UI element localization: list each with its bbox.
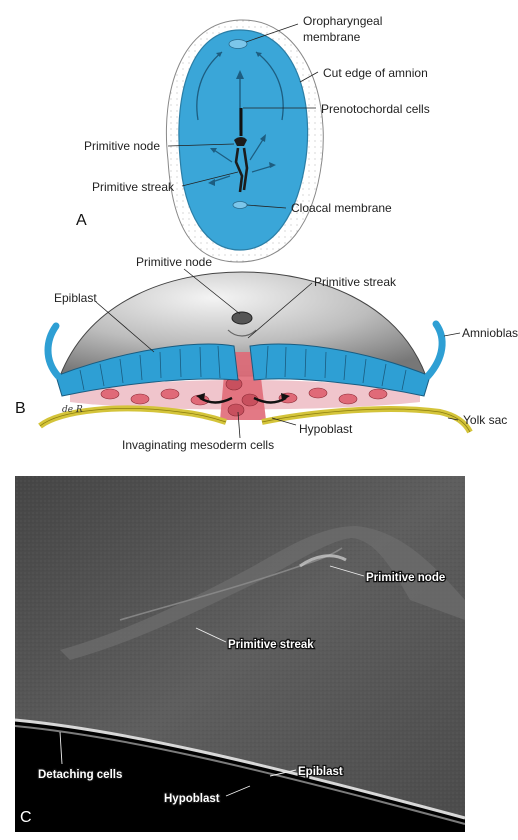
label-detaching-cells: Detaching cells	[38, 769, 122, 781]
label-primitive-node-b: Primitive node	[136, 255, 212, 269]
primitive-node-pit	[231, 311, 253, 325]
panel-letter-a: A	[76, 212, 87, 229]
label-epiblast-b: Epiblast	[54, 291, 97, 305]
label-primitive-node-c: Primitive node	[366, 572, 445, 584]
spread-arrow-3	[251, 165, 273, 173]
spread-arrow-2	[249, 137, 265, 161]
epiblast-layer	[55, 343, 431, 397]
label-cut-edge-amnion: Cut edge of amnion	[323, 66, 428, 80]
label-primitive-node-a: Primitive node	[84, 139, 160, 153]
label-hypoblast-c: Hypoblast	[164, 793, 220, 805]
flow-arrow-left	[196, 51, 223, 121]
amnioblasts-left	[44, 322, 62, 380]
label-primitive-streak-b: Primitive streak	[314, 275, 397, 289]
label-epiblast-c: Epiblast	[298, 766, 343, 778]
cloacal-membrane	[232, 201, 248, 209]
flow-arrow-right	[255, 51, 284, 121]
label-invaginating-mesoderm: Invaginating mesoderm cells	[122, 438, 274, 452]
sem-primitive-ridge	[60, 526, 465, 660]
spread-arrow-1	[213, 149, 233, 163]
panel-b: de R Primitive node Primitive streak Epi…	[15, 255, 518, 452]
oropharyngeal-membrane	[228, 39, 248, 49]
label-primitive-streak-c: Primitive streak	[228, 639, 314, 651]
sem-cut-edge	[14, 718, 466, 820]
sem-cut-surface	[15, 720, 465, 832]
label-hypoblast-b: Hypoblast	[299, 422, 353, 436]
primitive-streak-shape	[234, 147, 249, 193]
amnioblasts-right	[424, 320, 446, 380]
label-yolk-sac: Yolk sac	[463, 413, 507, 427]
panel-c: Primitive node Primitive streak Detachin…	[14, 476, 466, 832]
primitive-node-shape	[234, 137, 247, 146]
panel-letter-c: C	[20, 809, 32, 826]
hypoblast-yolk-sac-right	[261, 406, 473, 434]
panel-a: Oropharyngeal membrane Cut edge of amnio…	[76, 14, 430, 263]
panel-letter-b: B	[15, 400, 26, 417]
label-prenotochordal-cells: Prenotochordal cells	[321, 102, 430, 116]
label-oropharyngeal-2: membrane	[303, 30, 361, 44]
mesoderm-layer	[70, 352, 420, 420]
label-amnioblasts: Amnioblasts	[462, 326, 518, 340]
label-cloacal-membrane: Cloacal membrane	[291, 201, 392, 215]
label-oropharyngeal-1: Oropharyngeal	[303, 14, 382, 28]
artist-signature: de R	[62, 405, 83, 415]
sem-node-bump	[299, 554, 347, 568]
label-primitive-streak-a: Primitive streak	[92, 180, 175, 194]
